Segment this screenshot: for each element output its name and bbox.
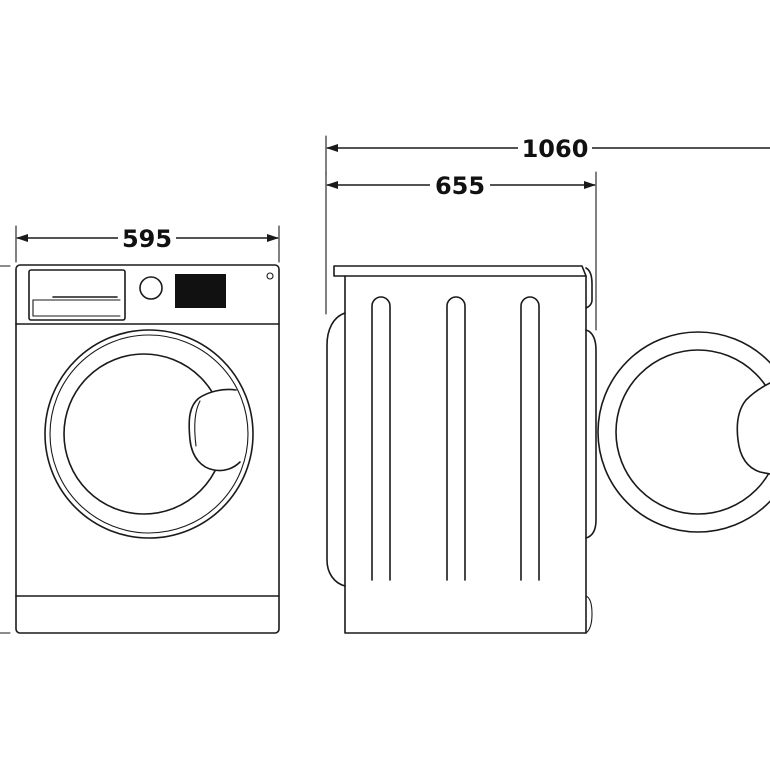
depth-door-open-label: 1060 xyxy=(522,135,589,163)
open-door xyxy=(597,331,770,533)
front-knob-profile xyxy=(585,267,593,309)
side-top-lid xyxy=(333,265,587,277)
power-button xyxy=(266,272,274,280)
front-door xyxy=(44,329,254,539)
rear-cover xyxy=(326,312,346,587)
dimension-depth-door-open: 1060 xyxy=(325,135,770,176)
detergent-drawer xyxy=(28,269,126,321)
side-depth-label: 655 xyxy=(435,172,485,200)
side-view xyxy=(326,265,597,634)
front-width-label: 595 xyxy=(122,225,172,253)
front-plinth-profile xyxy=(585,595,593,634)
front-door-profile xyxy=(585,329,597,539)
side-body xyxy=(344,275,587,634)
front-body xyxy=(15,264,280,634)
program-knob xyxy=(139,276,163,300)
dimension-side-depth: 655 xyxy=(325,171,597,331)
drum-suspension-hoops xyxy=(371,296,540,581)
dimension-front-width: 595 xyxy=(15,225,280,263)
front-view xyxy=(0,264,280,634)
display-panel xyxy=(175,274,226,308)
